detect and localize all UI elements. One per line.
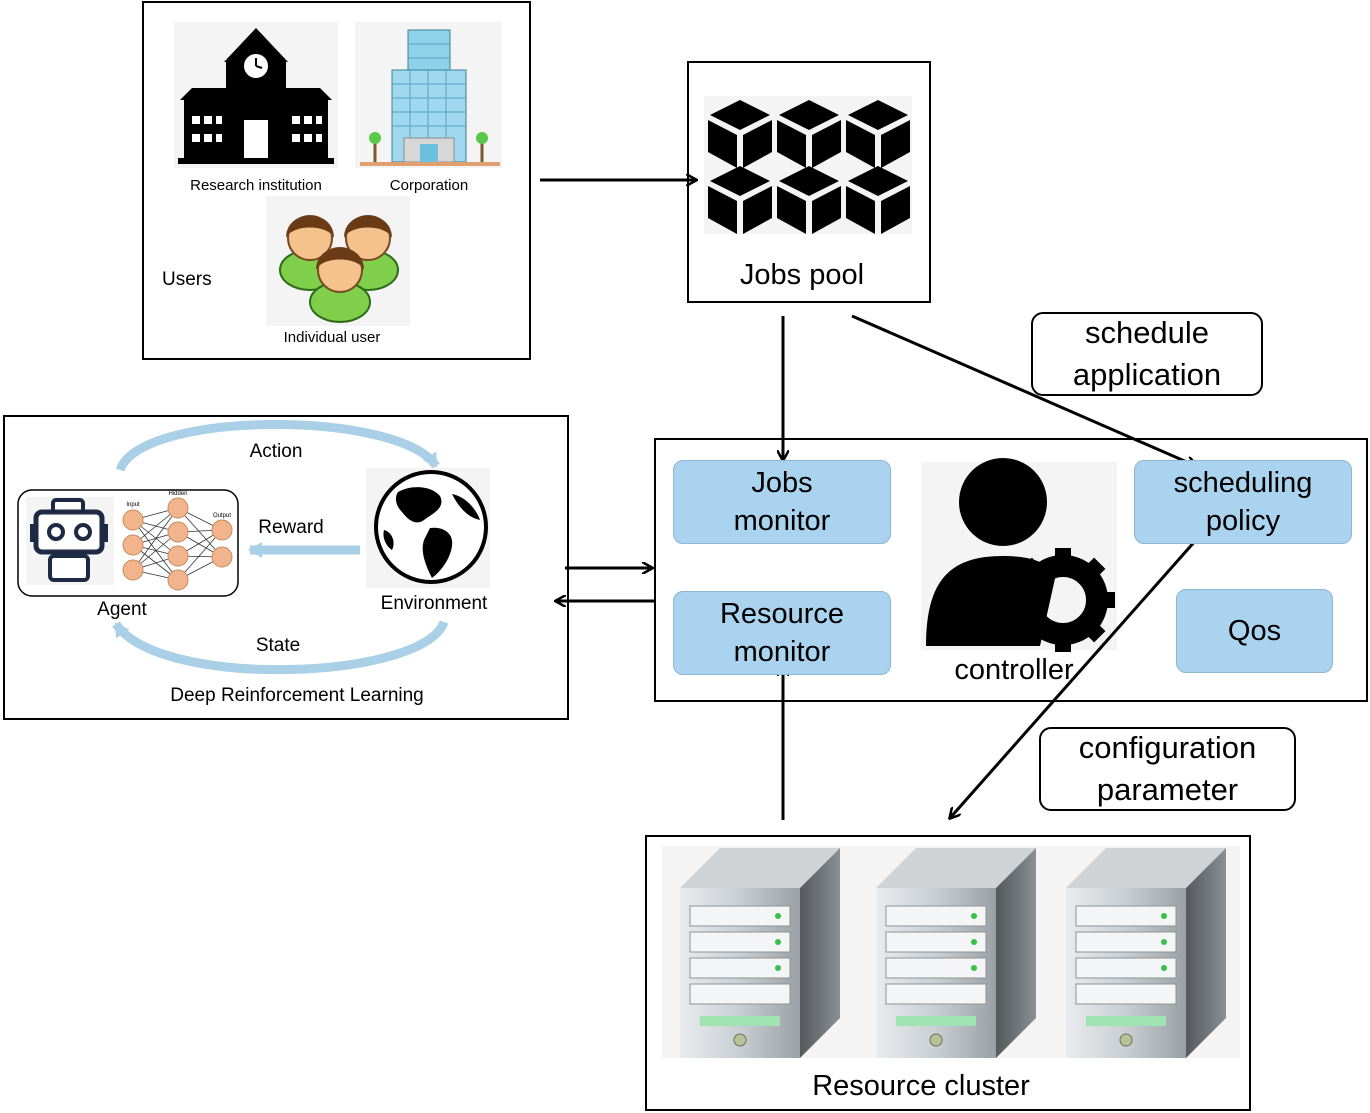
reward-label: Reward — [258, 517, 324, 538]
configuration-parameter-line1: configuration — [1078, 730, 1257, 765]
individual-user-icon — [266, 196, 410, 326]
globe-icon — [366, 468, 490, 588]
environment-label: Environment — [380, 593, 488, 614]
individual-user-label: Individual user — [283, 329, 381, 346]
action-label: Action — [249, 441, 303, 462]
agent-label: Agent — [97, 599, 147, 620]
jobs-monitor-line2: monitor — [733, 505, 831, 537]
nn-neuron — [167, 569, 189, 591]
users-label: Users — [162, 269, 212, 290]
corporation-label: Corporation — [389, 177, 469, 194]
nn-neuron — [167, 545, 189, 567]
jobs-monitor-box[interactable]: Jobs monitor — [673, 460, 891, 544]
nn-neuron — [122, 534, 144, 556]
scheduling-policy-line1: scheduling — [1173, 467, 1313, 499]
qos-box[interactable]: Qos — [1176, 589, 1333, 673]
controller-label: controller — [954, 654, 1074, 686]
nn-neuron — [211, 546, 233, 568]
scheduling-policy-box[interactable]: scheduling policy — [1134, 460, 1352, 544]
qos-label: Qos — [1227, 615, 1282, 647]
jobs-pool-label: Jobs pool — [739, 259, 865, 291]
nn-connection — [132, 519, 179, 581]
nn-neuron — [211, 519, 233, 541]
robot-icon — [26, 497, 114, 585]
scheduling-policy-line2: policy — [1205, 505, 1281, 537]
corporation-icon — [355, 22, 502, 168]
configuration-parameter-arrow — [950, 539, 1198, 818]
nn-connection — [177, 529, 223, 581]
action-arc-arrow — [115, 420, 440, 473]
nn-neuron — [122, 509, 144, 531]
drl-title: Deep Reinforcement Learning — [170, 685, 424, 706]
nn-neuron — [167, 521, 189, 543]
nn-connection — [132, 507, 179, 571]
resource-monitor-line1: Resource — [719, 598, 845, 630]
nn-input-label: Input — [126, 502, 140, 508]
research-institution-icon — [174, 22, 338, 168]
schedule-application-arrow — [851, 314, 1196, 466]
resource-monitor-line2: monitor — [733, 636, 831, 668]
server-icon-3 — [1065, 847, 1227, 1059]
resource-cluster-label: Resource cluster — [812, 1070, 1030, 1102]
nn-output-label: Output — [212, 513, 232, 519]
state-arc-arrow — [112, 619, 449, 675]
nn-connection — [177, 507, 223, 558]
resource-monitor-box[interactable]: Resource monitor — [673, 591, 891, 675]
schedule-application-line2: application — [1072, 357, 1222, 392]
server-icon-1 — [679, 847, 841, 1059]
configuration-parameter-line2: parameter — [1096, 772, 1239, 807]
controller-icon — [921, 458, 1117, 652]
nn-neuron — [122, 559, 144, 581]
jobs-cubes-icon — [704, 96, 912, 234]
nn-neuron — [167, 497, 189, 519]
neural-network-icon — [122, 497, 233, 591]
jobs-monitor-line1: Jobs — [751, 467, 813, 499]
schedule-application-note: schedule application — [1031, 312, 1263, 396]
nn-hidden-label: Hidden — [168, 491, 188, 497]
configuration-parameter-note: configuration parameter — [1039, 727, 1296, 811]
state-label: State — [255, 635, 301, 656]
research-institution-label: Research institution — [190, 177, 322, 194]
schedule-application-line1: schedule — [1084, 315, 1210, 350]
server-icon-2 — [875, 847, 1037, 1059]
